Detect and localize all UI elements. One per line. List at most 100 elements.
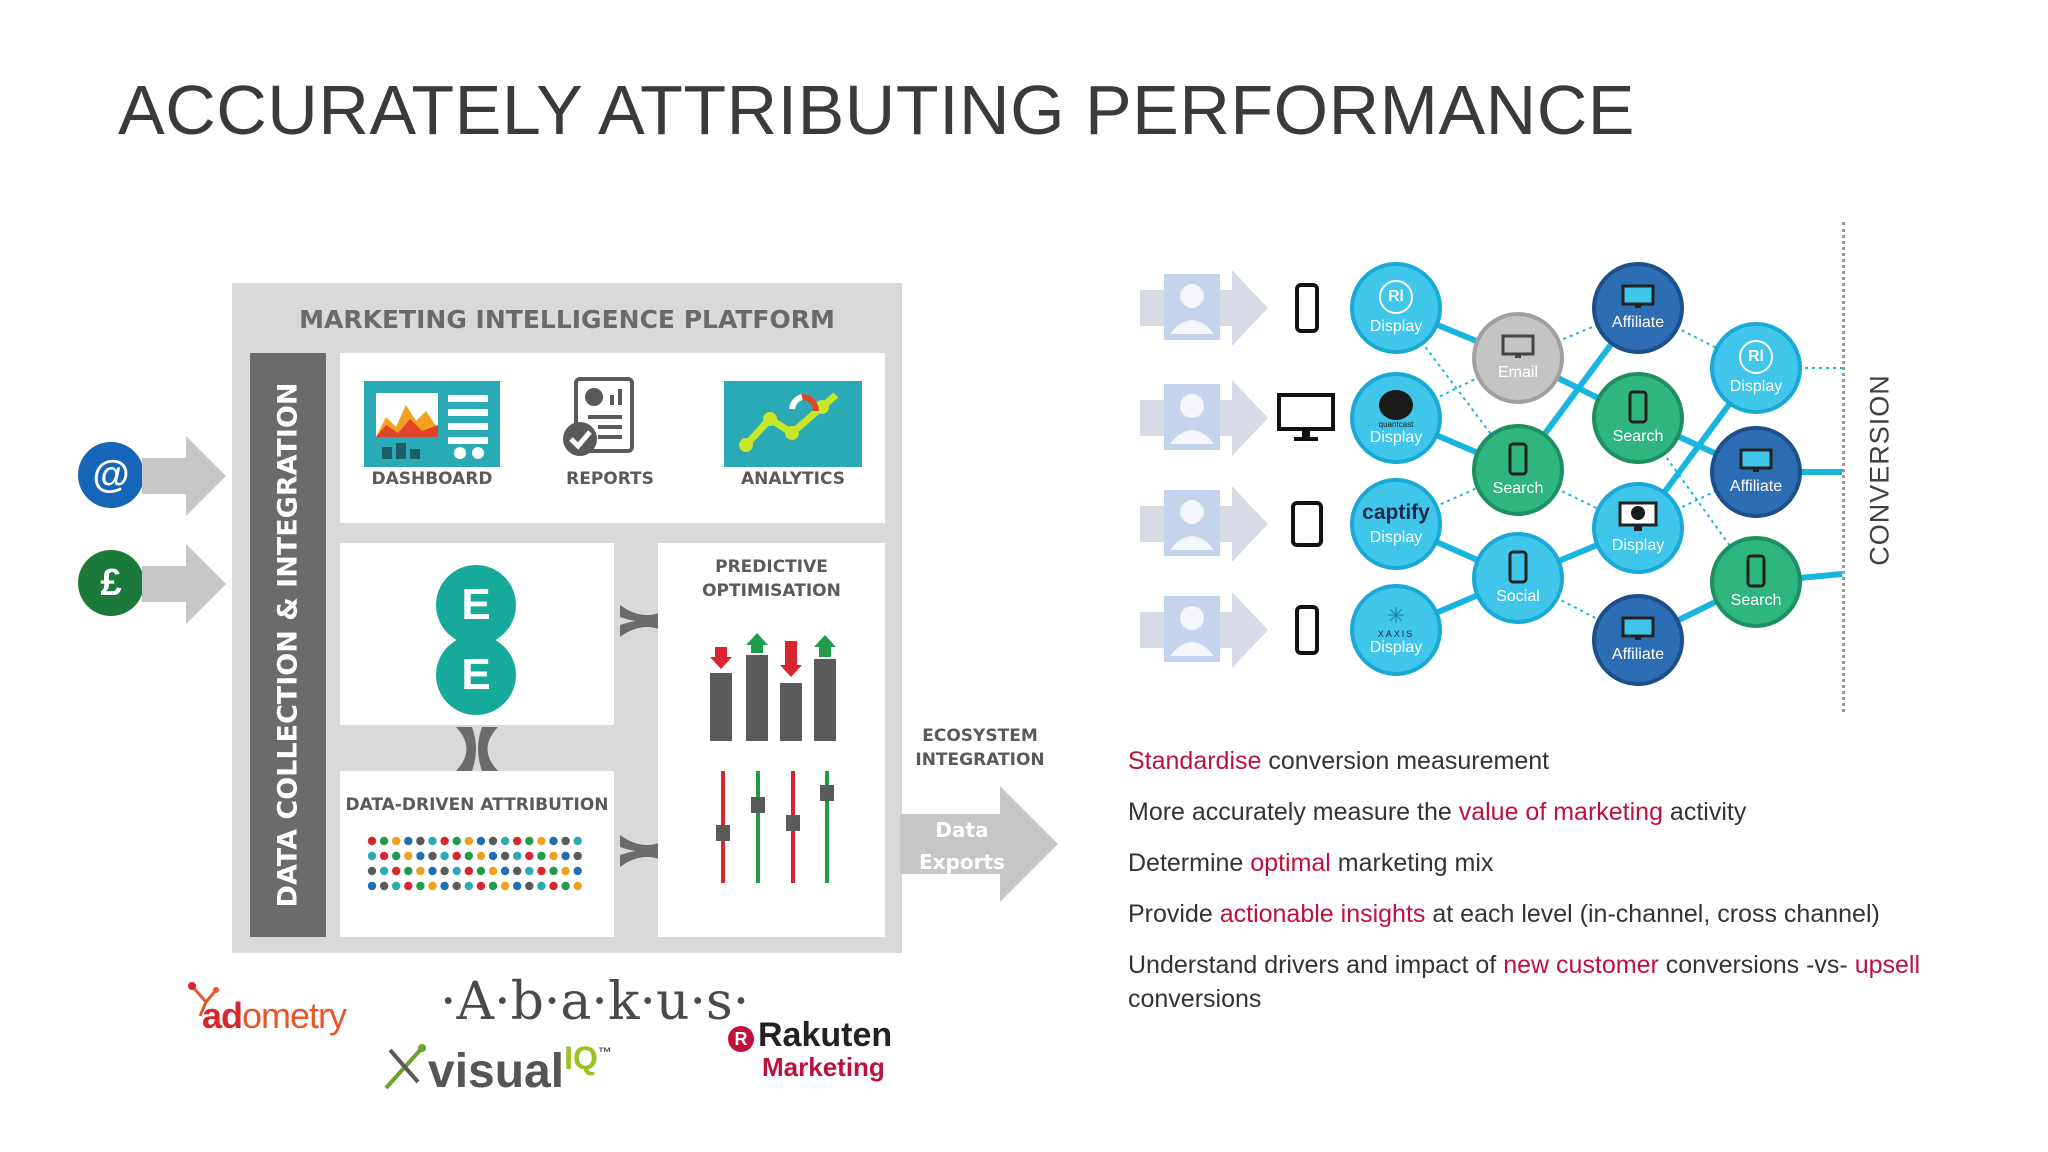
- quantcast-logo: quantcast: [1378, 419, 1414, 429]
- node-affiliate-2[interactable]: Affiliate: [1592, 594, 1684, 686]
- xaxis-logo: XAXIS: [1377, 629, 1415, 639]
- tool-label-dashboard: DASHBOARD: [371, 469, 493, 489]
- attribution-dot: [440, 881, 449, 891]
- attribution-dot: [440, 851, 449, 861]
- attribution-dot: [379, 881, 389, 891]
- attribution-dot: [404, 851, 413, 861]
- node-search-1[interactable]: Search: [1472, 424, 1564, 516]
- attribution-dot: [379, 866, 389, 876]
- attribution-dot: [464, 881, 473, 891]
- attribution-label: DATA-DRIVEN ATTRIBUTION: [345, 795, 609, 815]
- attribution-dot: [404, 881, 413, 891]
- benefit-list: Standardise conversion measurement More …: [1128, 744, 1988, 1033]
- person-arrow-icon: [1140, 378, 1270, 463]
- attribution-dot: [525, 866, 534, 876]
- ecosystem-label-1: ECOSYSTEM: [922, 726, 1038, 746]
- predictive-label-2: OPTIMISATION: [702, 581, 841, 601]
- node-search-2[interactable]: Search: [1592, 372, 1684, 464]
- brand-logo-bottom: E: [436, 635, 516, 715]
- attribution-dot: [440, 836, 449, 846]
- phone-icon: [1294, 282, 1320, 339]
- attribution-dot: [525, 881, 534, 891]
- attribution-dot: [561, 851, 570, 861]
- attribution-dot: [416, 881, 425, 891]
- platform-title: MARKETING INTELLIGENCE PLATFORM: [299, 305, 835, 334]
- attribution-dot: [476, 836, 486, 846]
- benefit-item: Understand drivers and impact of new cus…: [1128, 951, 1921, 1013]
- monitor-icon: [1621, 284, 1655, 308]
- attribution-dot: [573, 851, 582, 861]
- attribution-dot: [392, 836, 401, 846]
- attribution-dot: [500, 851, 510, 861]
- attribution-dot: [428, 881, 437, 891]
- attribution-dot: [537, 881, 546, 891]
- dashboard-icon: [364, 381, 500, 467]
- adometry-logo: adometry: [202, 995, 347, 1036]
- attribution-dot: [500, 836, 510, 846]
- attribution-dot: [525, 836, 534, 846]
- attribution-dots: [367, 836, 582, 891]
- input-arrow-pound: [142, 544, 226, 624]
- attribution-dot: [573, 881, 582, 891]
- connector-brand-attribution: [456, 727, 498, 771]
- conversion-line: [1842, 222, 1845, 712]
- attribution-dot: [513, 866, 522, 876]
- brand-logo-top: E: [436, 565, 516, 645]
- attribution-dot: [452, 866, 461, 876]
- attribution-dot: [561, 866, 570, 876]
- node-display-5[interactable]: Display: [1592, 482, 1684, 574]
- data-exports-label-1: Data: [935, 818, 989, 842]
- tool-label-reports: REPORTS: [566, 469, 654, 489]
- node-display-2[interactable]: quantcast Display: [1350, 372, 1442, 464]
- tablet-icon: [1290, 500, 1324, 553]
- person-arrow-icon: [1140, 268, 1270, 353]
- node-affiliate-1[interactable]: Affiliate: [1592, 262, 1684, 354]
- data-collection-bar: [250, 353, 326, 937]
- pound-icon: £: [78, 550, 144, 616]
- phone-icon: [1746, 554, 1766, 588]
- attribution-dot: [549, 836, 558, 846]
- attribution-dot: [367, 881, 377, 891]
- attribution-dot: [428, 836, 437, 846]
- captify-logo: captify: [1362, 501, 1430, 524]
- node-email[interactable]: Email: [1472, 312, 1564, 404]
- node-display-1[interactable]: Rl Display: [1350, 262, 1442, 354]
- attribution-dot: [476, 866, 486, 876]
- node-search-3[interactable]: Search: [1710, 536, 1802, 628]
- monitor-icon: [1739, 448, 1773, 472]
- tool-label-analytics: ANALYTICS: [741, 469, 845, 489]
- attribution-dot: [379, 851, 389, 861]
- attribution-dot: [561, 836, 570, 846]
- attribution-dot: [488, 881, 498, 891]
- email-at-icon: @: [78, 442, 144, 508]
- node-display-3[interactable]: captify Display: [1350, 478, 1442, 570]
- attribution-dot: [367, 836, 377, 846]
- ecosystem-label-2: INTEGRATION: [915, 750, 1045, 770]
- report-icon: [563, 377, 634, 456]
- attribution-dot: [537, 866, 546, 876]
- phone-icon: [1508, 442, 1528, 476]
- bars-icon: [710, 633, 836, 741]
- visualiq-logo: visualIQ™: [428, 1040, 612, 1098]
- attribution-dot: [416, 851, 425, 861]
- slide-title: ACCURATELY ATTRIBUTING PERFORMANCE: [118, 71, 1635, 149]
- attribution-dot: [549, 851, 558, 861]
- attribution-dot: [500, 881, 510, 891]
- node-social[interactable]: Social: [1472, 532, 1564, 624]
- benefit-item: More accurately measure the value of mar…: [1128, 798, 1747, 826]
- attribution-dot: [392, 881, 401, 891]
- attribution-dot: [561, 881, 570, 891]
- attribution-dot: [452, 881, 461, 891]
- attribution-dot: [513, 881, 522, 891]
- benefit-item: Determine optimal marketing mix: [1128, 849, 1494, 877]
- attribution-dot: [440, 866, 449, 876]
- attribution-dot: [367, 851, 377, 861]
- node-display-4[interactable]: ✳ XAXIS Display: [1350, 584, 1442, 676]
- adometry-mark-icon: [188, 982, 219, 1017]
- monitor-icon: [1618, 501, 1658, 531]
- phone-icon: [1628, 390, 1648, 424]
- attribution-dot: [404, 836, 413, 846]
- node-display-6[interactable]: Rl Display: [1710, 322, 1802, 414]
- node-affiliate-3[interactable]: Affiliate: [1710, 426, 1802, 518]
- rakuten-badge-icon: R: [728, 1026, 754, 1052]
